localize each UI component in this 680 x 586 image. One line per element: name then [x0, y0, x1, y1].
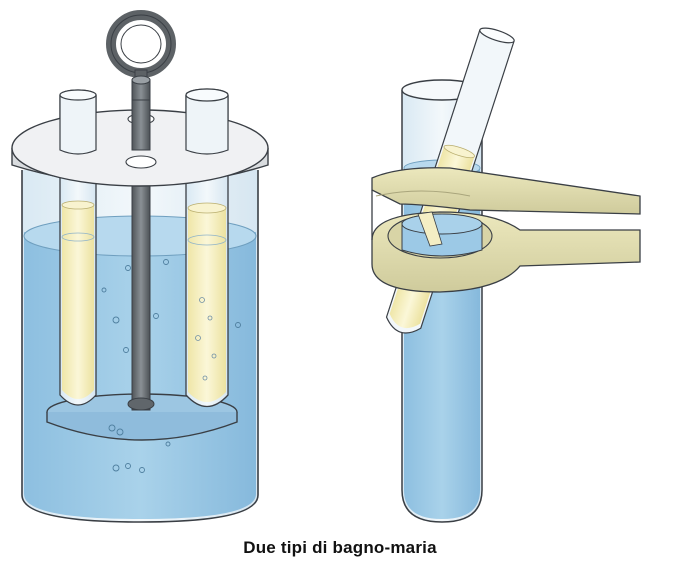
- water-bubbles: [101, 259, 241, 473]
- clamp-water-bath: [371, 27, 641, 523]
- tube-clamp: [371, 167, 641, 293]
- figure-caption: Due tipi di bagno-maria: [243, 538, 437, 557]
- water-bath-with-lid: [11, 10, 269, 523]
